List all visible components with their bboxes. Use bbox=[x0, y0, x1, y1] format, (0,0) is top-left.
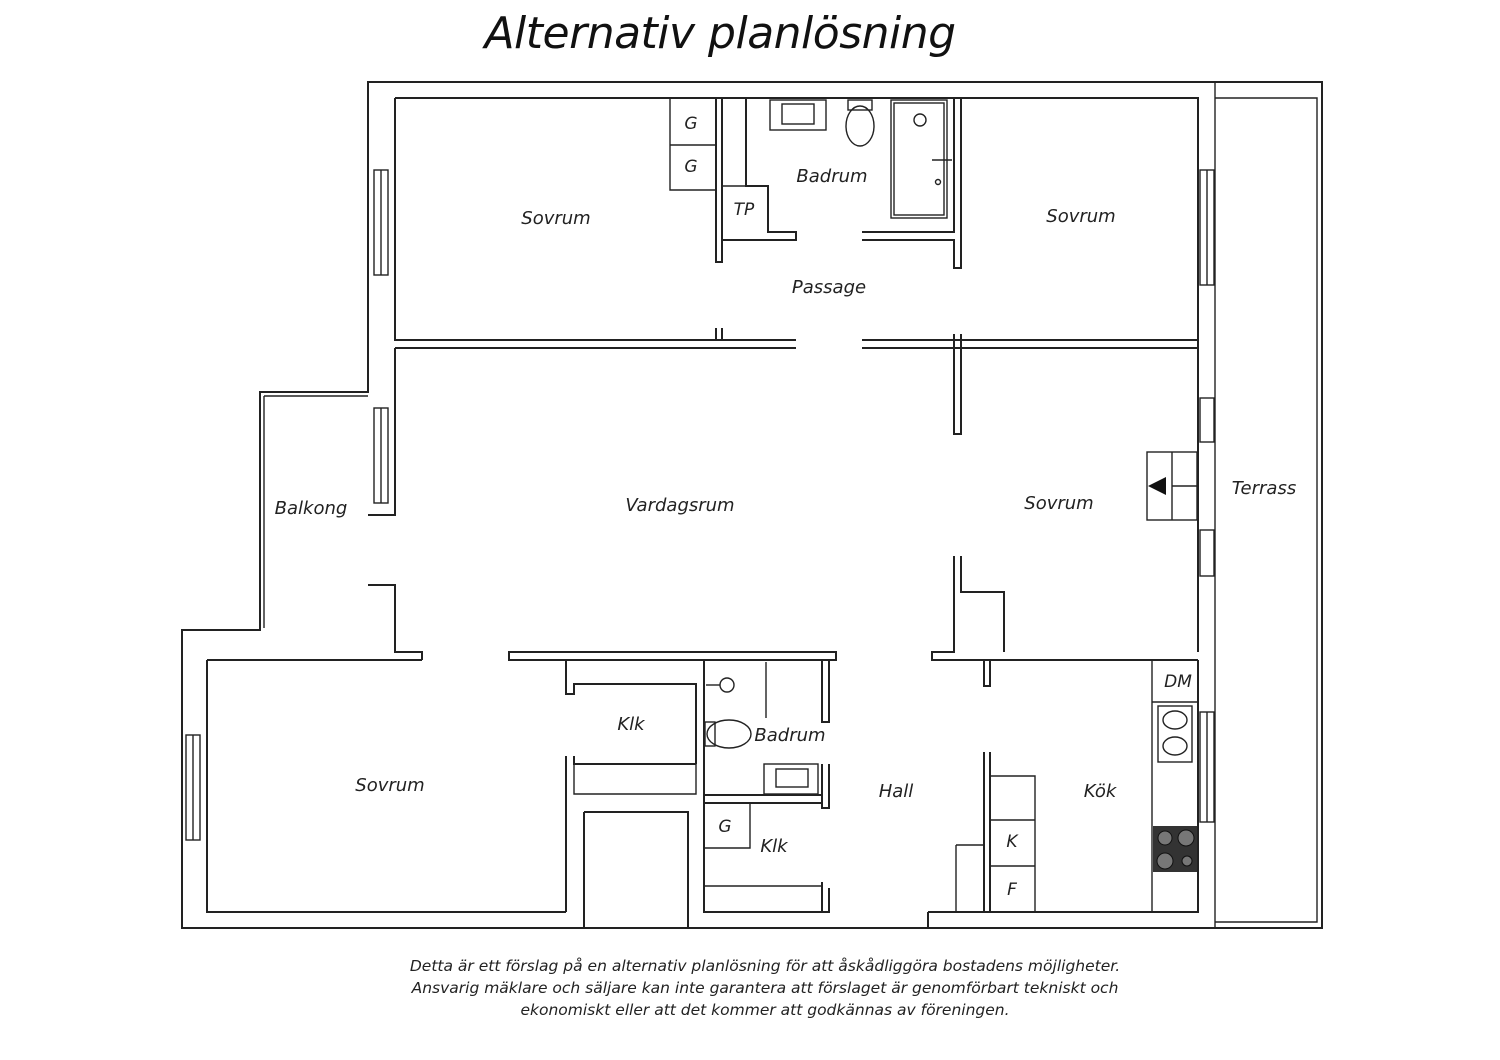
balkong-area bbox=[263, 395, 368, 628]
fixture-label-f: F bbox=[1007, 880, 1017, 900]
fixture-labels: G G TP DM G K F bbox=[684, 114, 1192, 900]
disclaimer-line-1: Detta är ett förslag på en alternativ pl… bbox=[409, 957, 1121, 975]
room-label-badrum-bottom: Badrum bbox=[754, 725, 825, 746]
room-label-vardagsrum: Vardagsrum bbox=[625, 495, 734, 516]
room-label-badrum-top: Badrum bbox=[796, 166, 867, 187]
bottom-walls bbox=[206, 651, 1199, 928]
room-label-kok: Kök bbox=[1084, 781, 1118, 802]
page-title: Alternativ planlösning bbox=[484, 8, 956, 59]
room-label-sovrum-bottom-left: Sovrum bbox=[355, 775, 424, 796]
right-bedroom-walls bbox=[931, 348, 1198, 687]
kitchen-fixtures bbox=[955, 660, 1198, 912]
kitchen-sink-icon bbox=[1157, 705, 1193, 763]
disclaimer: Detta är ett förslag på en alternativ pl… bbox=[300, 955, 1230, 1021]
room-label-passage: Passage bbox=[792, 277, 866, 298]
room-label-klk-mid: Klk bbox=[617, 714, 646, 735]
fixture-label-dm: DM bbox=[1164, 672, 1192, 692]
room-label-sovrum-top-left: Sovrum bbox=[521, 208, 590, 229]
room-label-balkong: Balkong bbox=[275, 498, 348, 519]
disclaimer-line-2: Ansvarig mäklare och säljare kan inte ga… bbox=[411, 979, 1119, 997]
arrow-icon bbox=[1148, 477, 1166, 495]
fixture-label-g2: G bbox=[684, 157, 697, 177]
room-label-hall: Hall bbox=[879, 781, 914, 802]
fixture-label-tp: TP bbox=[734, 200, 755, 220]
terrass-area bbox=[1214, 82, 1318, 928]
room-label-klk-bottom: Klk bbox=[760, 836, 789, 857]
sink-icon bbox=[763, 763, 819, 795]
room-label-sovrum-mid-right: Sovrum bbox=[1024, 493, 1093, 514]
sink-icon bbox=[769, 99, 827, 131]
toilet-icon bbox=[845, 105, 875, 147]
shower-head-icon bbox=[719, 677, 735, 693]
room-label-sovrum-top-right: Sovrum bbox=[1046, 206, 1115, 227]
bottom-bathroom-fixtures bbox=[704, 662, 819, 795]
shower-icon bbox=[890, 99, 948, 219]
fixture-label-g1: G bbox=[684, 114, 697, 134]
room-label-terrass: Terrass bbox=[1232, 478, 1296, 499]
outer-walls bbox=[181, 81, 1323, 929]
top-interior-walls bbox=[669, 98, 962, 348]
fixture-label-g3: G bbox=[718, 817, 731, 837]
windows bbox=[185, 169, 1215, 841]
fixture-label-k: K bbox=[1006, 832, 1019, 852]
room-labels: Sovrum Badrum Sovrum Passage Vardagsrum … bbox=[275, 166, 1297, 857]
top-bathroom-fixtures bbox=[769, 99, 952, 219]
toilet-icon bbox=[706, 719, 752, 749]
disclaimer-line-3: ekonomiskt eller att det kommer att godk… bbox=[520, 1001, 1010, 1019]
